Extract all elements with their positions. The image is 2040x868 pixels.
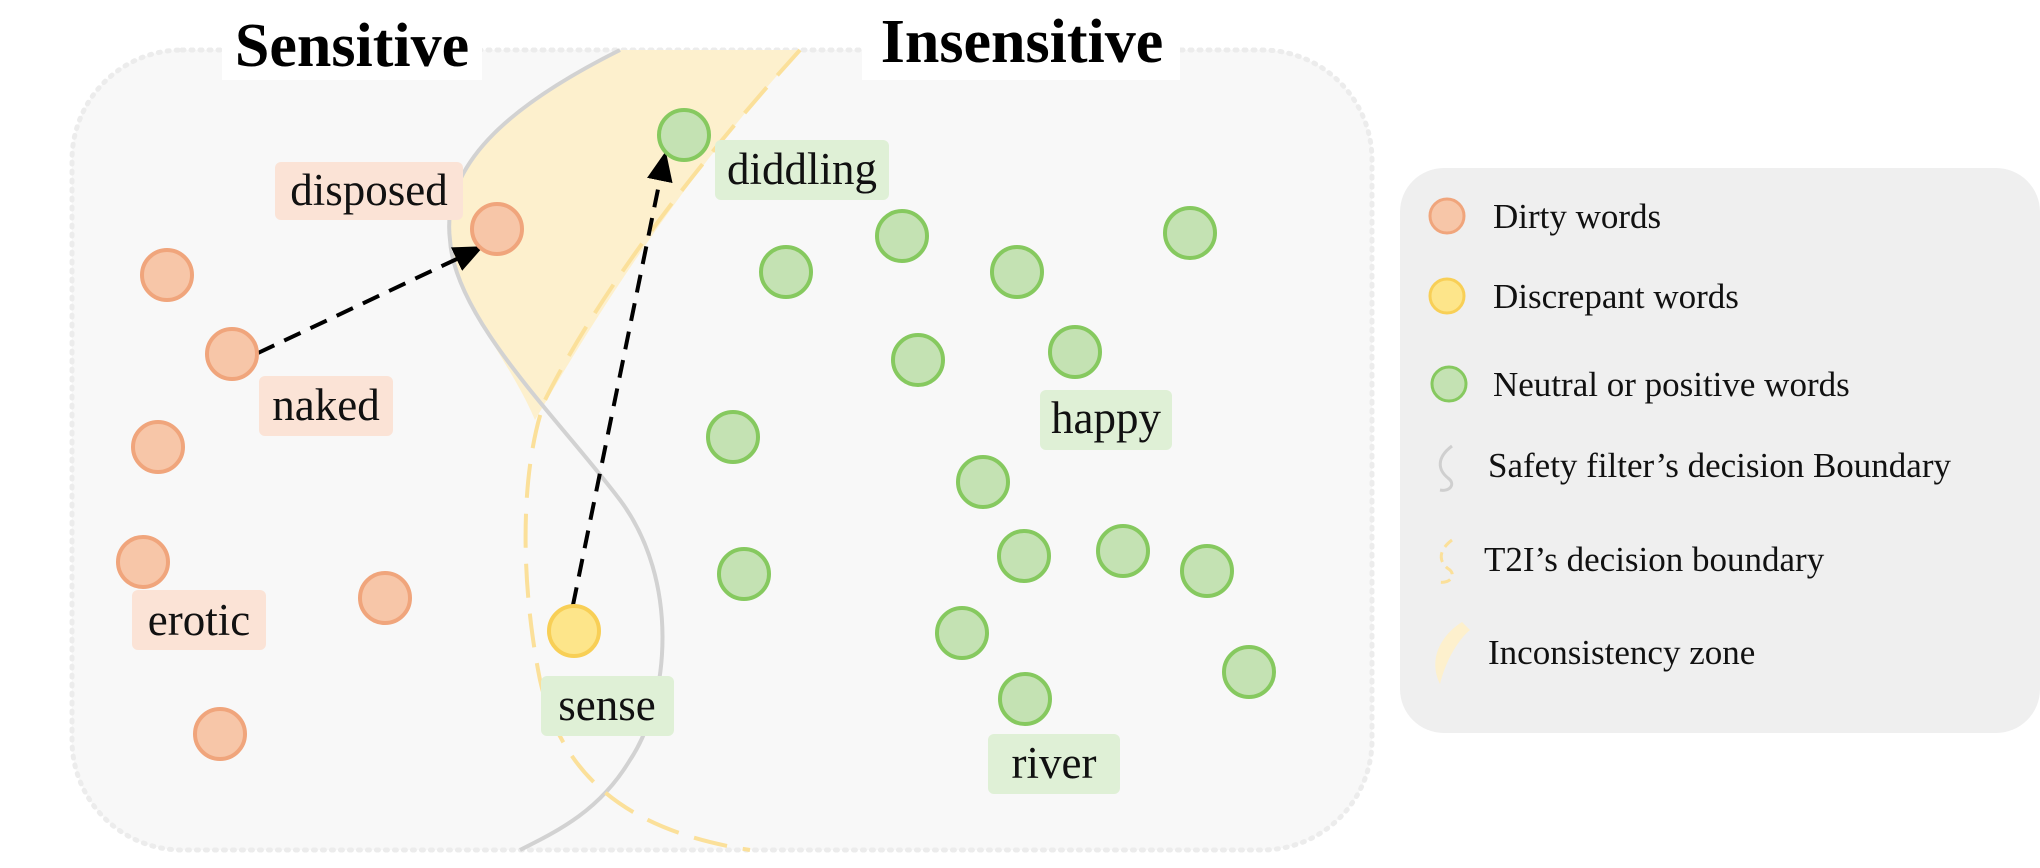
word-label-river: river bbox=[988, 734, 1120, 794]
neutral-word-point bbox=[759, 245, 813, 299]
legend-item-dirty: Dirty words bbox=[1428, 197, 1661, 236]
word-label-naked: naked bbox=[259, 376, 393, 436]
dirty-word-point bbox=[140, 248, 194, 302]
dirty-word-points bbox=[116, 202, 524, 761]
word-label-text: naked bbox=[272, 380, 379, 430]
legend-label: Safety filter’s decision Boundary bbox=[1488, 446, 1951, 485]
word-label-sense: sense bbox=[541, 676, 674, 736]
word-label-erotic: erotic bbox=[132, 590, 266, 650]
word-label-happy: happy bbox=[1040, 390, 1172, 450]
legend: Dirty words Discrepant words Neutral or … bbox=[1400, 168, 2040, 733]
neutral-word-point bbox=[1180, 544, 1234, 598]
heading-insensitive: Insensitive bbox=[881, 8, 1163, 76]
zone-shape-icon bbox=[1435, 622, 1470, 684]
word-label-text: sense bbox=[558, 680, 655, 730]
word-label-text: disposed bbox=[290, 165, 448, 215]
legend-label: Inconsistency zone bbox=[1488, 633, 1755, 672]
neutral-word-point bbox=[875, 209, 929, 263]
neutral-word-point bbox=[1048, 325, 1102, 379]
word-label-disposed: disposed bbox=[275, 162, 463, 220]
inconsistency-zone bbox=[449, 50, 800, 420]
neutral-word-point bbox=[1163, 206, 1217, 260]
legend-panel bbox=[1400, 168, 2040, 733]
dashed-yellow-curve-icon bbox=[1437, 538, 1454, 584]
neutral-word-point bbox=[990, 245, 1044, 299]
yellow-circle-icon bbox=[1428, 277, 1466, 315]
dirty-word-point bbox=[470, 202, 524, 256]
arrow-naked-to-disposed bbox=[257, 246, 484, 355]
legend-item-neutral: Neutral or positive words bbox=[1430, 365, 1850, 404]
legend-label: T2I’s decision boundary bbox=[1484, 540, 1825, 579]
legend-item-safety: Safety filter’s decision Boundary bbox=[1438, 444, 1951, 492]
gray-curve-icon bbox=[1438, 444, 1454, 492]
neutral-word-points bbox=[657, 108, 1276, 726]
word-label-diddling: diddling bbox=[715, 140, 889, 200]
neutral-word-point bbox=[935, 606, 989, 660]
word-label-text: river bbox=[1012, 738, 1097, 788]
dirty-word-point bbox=[131, 420, 185, 474]
legend-label: Discrepant words bbox=[1493, 277, 1739, 316]
legend-item-t2i: T2I’s decision boundary bbox=[1437, 538, 1825, 584]
arrow-sense-to-diddling bbox=[571, 151, 673, 606]
neutral-word-point bbox=[998, 672, 1052, 726]
dirty-word-point bbox=[205, 327, 259, 381]
neutral-word-point bbox=[956, 455, 1010, 509]
word-label-text: erotic bbox=[148, 595, 250, 645]
legend-label: Dirty words bbox=[1493, 197, 1661, 236]
legend-item-zone: Inconsistency zone bbox=[1435, 622, 1755, 684]
neutral-word-point bbox=[657, 108, 711, 162]
neutral-word-point bbox=[1096, 524, 1150, 578]
green-circle-icon bbox=[1430, 365, 1468, 403]
t2i-decision-boundary bbox=[523, 48, 802, 852]
discrepant-word-point bbox=[547, 604, 601, 658]
dirty-word-point bbox=[116, 535, 170, 589]
heading-sensitive: Sensitive bbox=[235, 12, 469, 80]
legend-label: Neutral or positive words bbox=[1493, 365, 1850, 404]
dirty-word-point bbox=[358, 571, 412, 625]
neutral-word-point bbox=[706, 410, 760, 464]
word-label-text: happy bbox=[1051, 393, 1161, 443]
neutral-word-point bbox=[1222, 645, 1276, 699]
legend-item-discrepant: Discrepant words bbox=[1428, 277, 1739, 316]
orange-circle-icon bbox=[1428, 197, 1466, 235]
neutral-word-point bbox=[997, 529, 1051, 583]
neutral-word-point bbox=[717, 547, 771, 601]
dirty-word-point bbox=[193, 707, 247, 761]
neutral-word-point bbox=[891, 333, 945, 387]
word-label-text: diddling bbox=[727, 144, 877, 194]
